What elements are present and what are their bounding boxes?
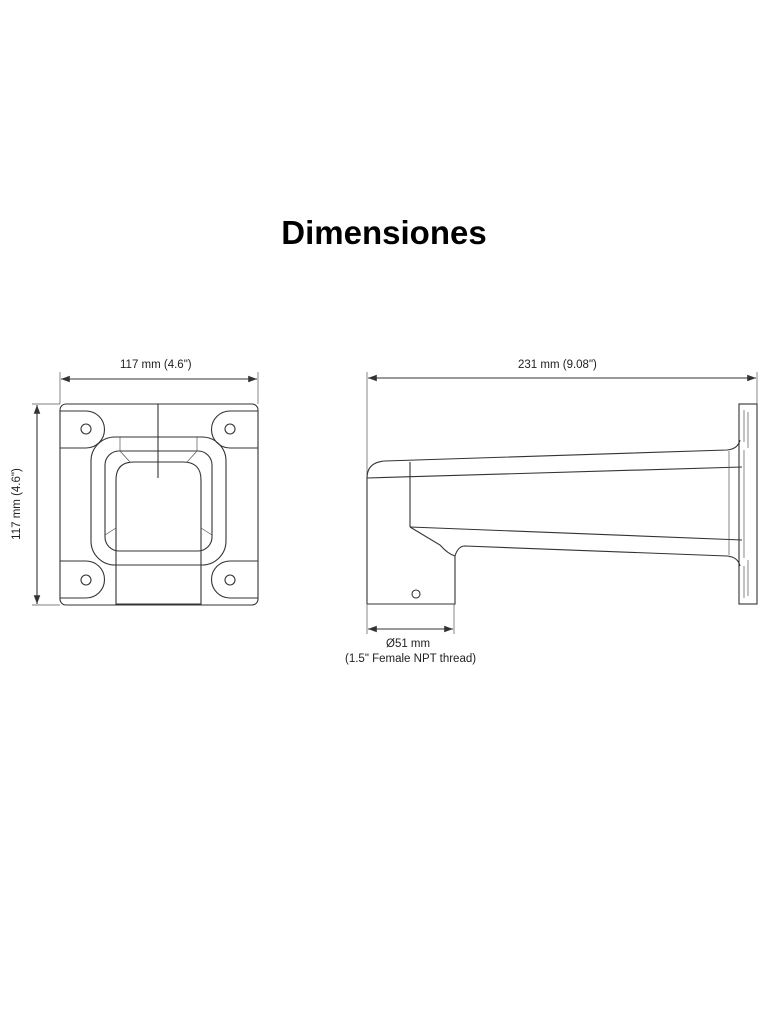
front-width-label: 117 mm (4.6"): [120, 359, 192, 371]
thread-label: (1.5" Female NPT thread): [345, 653, 477, 665]
mounting-plate: [59, 403, 259, 606]
page-title: Dimensiones: [281, 214, 487, 251]
diameter-label: Ø51 mm: [386, 638, 431, 650]
side-length-label: 231 mm (9.08"): [518, 359, 597, 371]
mount-hole-icon: [224, 574, 236, 586]
wall-flange: [738, 403, 758, 605]
mount-hole-icon: [224, 423, 236, 435]
front-height-label: 117 mm (4.6"): [11, 468, 23, 540]
mount-hole-icon: [80, 574, 92, 586]
side-view: [366, 372, 758, 634]
arm-body: [366, 439, 741, 604]
set-screw-hole-icon: [411, 589, 421, 599]
front-view: [32, 372, 259, 606]
mount-hole-icon: [80, 423, 92, 435]
